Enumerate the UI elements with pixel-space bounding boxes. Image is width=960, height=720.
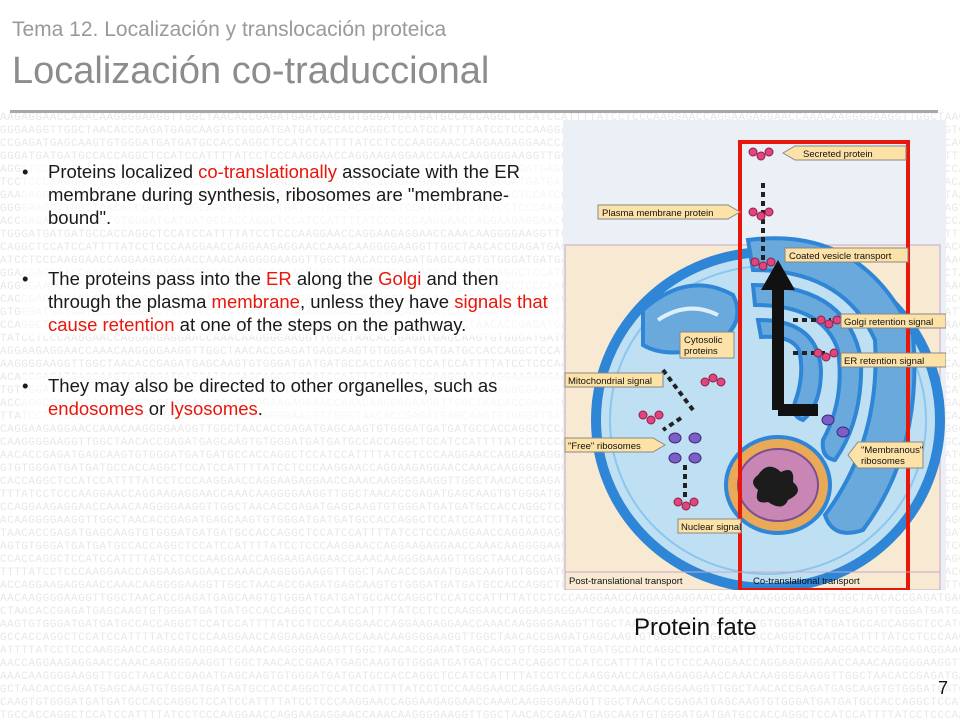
- bullet-list: Proteins localized co-translationally as…: [22, 160, 562, 458]
- label-box-coated: [784, 247, 909, 263]
- bullet-text: at one of the steps on the pathway.: [174, 314, 467, 335]
- page-number: 7: [938, 678, 949, 698]
- pathway-arrow-head: [761, 260, 795, 290]
- label-box-er: [840, 352, 946, 368]
- label-box-membranous: [847, 441, 924, 469]
- label-plasma: Plasma membrane protein: [602, 208, 713, 219]
- label-box-mito: [564, 372, 664, 388]
- label-box-free: [564, 437, 666, 453]
- bullet-text: .: [257, 398, 263, 419]
- slide-subtitle: Tema 12. Localización y translocación pr…: [12, 18, 447, 41]
- dotted-arrow-mito: [661, 416, 683, 432]
- bullet-item: The proteins pass into the ER along the …: [22, 267, 562, 336]
- bullet-text: associate with the ER membrane during sy…: [48, 161, 520, 228]
- title-divider: [10, 110, 938, 113]
- bullet-text: , unless they have: [299, 291, 455, 312]
- protein-fate-diagram: Secreted protein Plasma membrane protein…: [563, 120, 946, 590]
- label-coated: Coated vesicle transport: [789, 251, 892, 262]
- bullet-text: or: [143, 398, 171, 419]
- label-box-cytosolic: [679, 331, 735, 359]
- label-box-secreted: [782, 145, 907, 161]
- highlighted-term: endosomes: [48, 398, 144, 419]
- label-box-plasma: [597, 204, 741, 220]
- label-co-translational: Co-translational transport: [753, 576, 860, 587]
- mitochondrion-crista: [656, 306, 719, 322]
- bullet-text: They may also be directed to other organ…: [48, 375, 498, 396]
- highlighted-term: co-translationally: [198, 161, 337, 182]
- bullet-text: Proteins localized: [48, 161, 199, 182]
- label-mito: Mitochondrial signal: [568, 376, 652, 387]
- label-golgi: Golgi retention signal: [844, 317, 933, 328]
- slide-title: Localización co-traduccional: [12, 50, 490, 92]
- chromatin: [753, 466, 798, 507]
- label-box-golgi: [840, 313, 946, 329]
- label-membranous-2: ribosomes: [861, 456, 905, 467]
- highlighted-term: ER: [266, 268, 292, 289]
- label-membranous-1: "Membranous": [861, 445, 923, 456]
- protein-clusters: [638, 147, 842, 511]
- label-cytosolic-1: Cytosolic: [684, 335, 723, 346]
- bullet-item: They may also be directed to other organ…: [22, 374, 562, 420]
- bullet-item: Proteins localized co-translationally as…: [22, 160, 562, 229]
- label-nuclear: Nuclear signal: [681, 522, 741, 533]
- label-cytosolic-2: proteins: [684, 346, 718, 357]
- label-post-translational: Post-translational transport: [569, 576, 683, 587]
- label-er: ER retention signal: [844, 356, 924, 367]
- bullet-text: and then through the plasma: [48, 268, 499, 312]
- highlighted-term: Golgi: [378, 268, 422, 289]
- highlighted-term: signals that cause retention: [48, 291, 548, 335]
- diagram-caption: Protein fate: [634, 614, 757, 641]
- label-free: "Free" ribosomes: [568, 441, 641, 452]
- bullet-text: The proteins pass into the: [48, 268, 267, 289]
- ribosomes: [668, 414, 850, 464]
- bullet-text: along the: [291, 268, 379, 289]
- label-secreted: Secreted protein: [803, 149, 873, 160]
- label-box-nuclear: [677, 518, 742, 534]
- highlighted-term: membrane: [211, 291, 300, 312]
- highlighted-term: lysosomes: [170, 398, 258, 419]
